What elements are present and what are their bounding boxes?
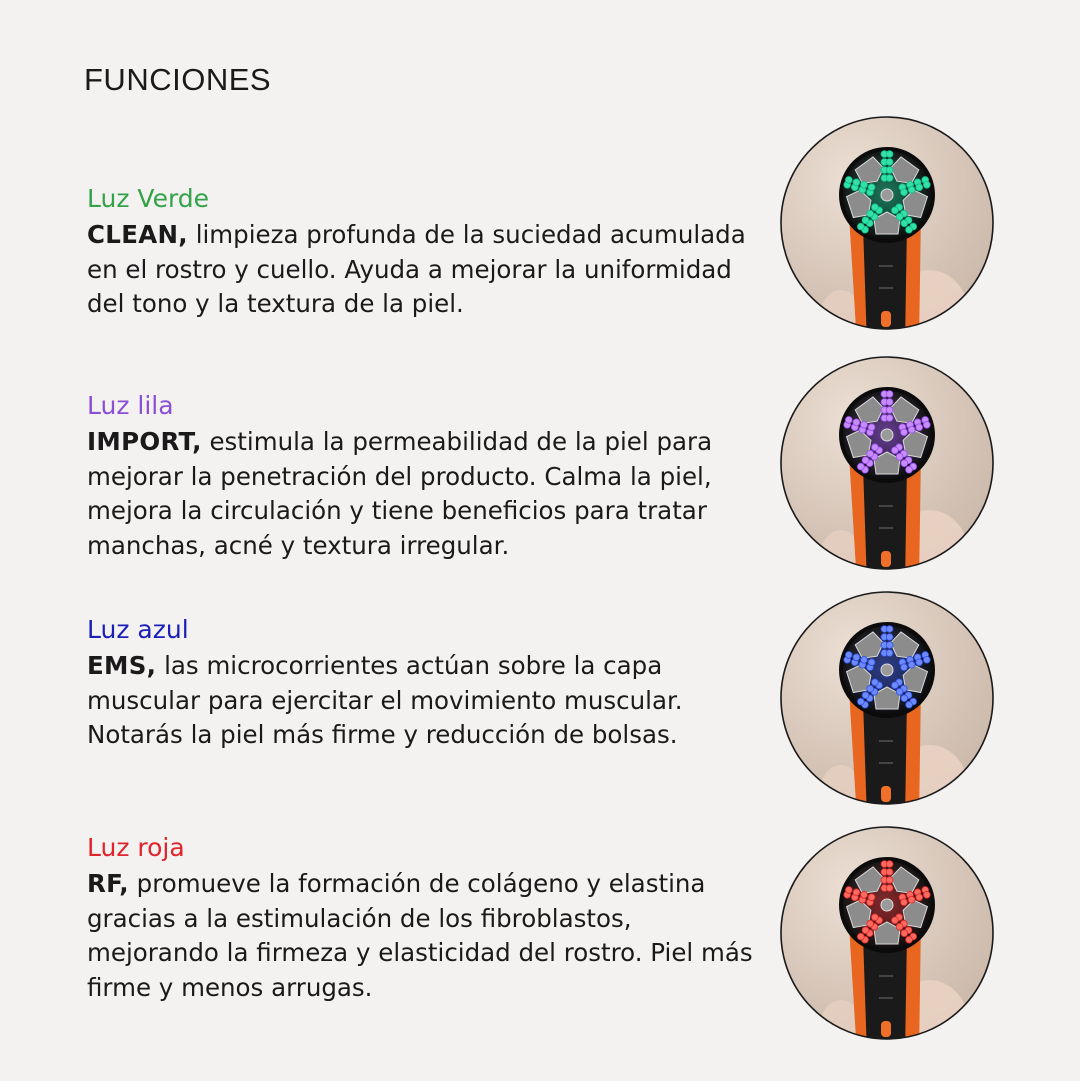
section-text: estimula la permeabilidad de la piel par…	[87, 427, 713, 560]
section-purple-light: Luz lila IMPORT, estimula la permeabilid…	[87, 389, 767, 563]
section-keyword: EMS,	[87, 651, 157, 680]
section-description: IMPORT, estimula la permeabilidad de la …	[87, 425, 767, 563]
section-title: Luz azul	[87, 615, 189, 644]
section-text: las microcorrientes actúan sobre la capa…	[87, 651, 683, 749]
section-text: limpieza profunda de la suciedad acumula…	[87, 220, 746, 318]
device-illustration	[780, 116, 994, 330]
section-keyword: IMPORT,	[87, 427, 202, 456]
red-light-device-icon	[779, 825, 995, 1041]
section-title: Luz Verde	[87, 184, 210, 213]
device-illustration	[780, 591, 994, 805]
device-illustration	[780, 826, 994, 1040]
section-description: EMS, las microcorrientes actúan sobre la…	[87, 649, 767, 753]
section-description: CLEAN, limpieza profunda de la suciedad …	[87, 218, 767, 322]
section-description: RF, promueve la formación de colágeno y …	[87, 867, 767, 1005]
section-blue-light: Luz azul EMS, las microcorrientes actúan…	[87, 613, 767, 753]
section-title: Luz roja	[87, 833, 185, 862]
device-illustration	[780, 356, 994, 570]
section-text: promueve la formación de colágeno y elas…	[87, 869, 753, 1002]
section-keyword: CLEAN,	[87, 220, 188, 249]
blue-light-device-icon	[779, 590, 995, 806]
section-red-light: Luz roja RF, promueve la formación de co…	[87, 831, 767, 1005]
section-title: Luz lila	[87, 391, 174, 420]
green-light-device-icon	[779, 115, 995, 331]
section-keyword: RF,	[87, 869, 129, 898]
purple-light-device-icon	[779, 355, 995, 571]
page-title: FUNCIONES	[84, 62, 272, 97]
section-green-light: Luz Verde CLEAN, limpieza profunda de la…	[87, 182, 767, 322]
